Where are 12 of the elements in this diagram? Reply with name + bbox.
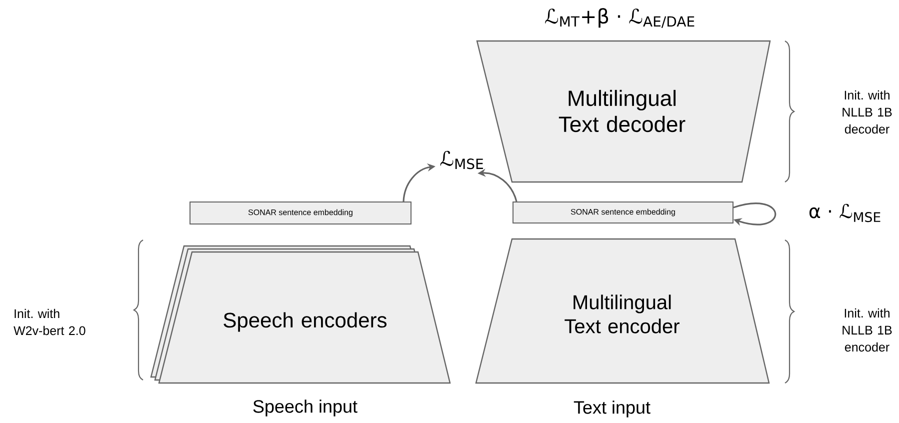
input-label: Speech input [253, 400, 358, 416]
init-note: Init. with NLLB 1B decoder [842, 90, 892, 134]
edge-label: α · ℒ$_{MSE}$ [809, 204, 880, 222]
arrow [733, 202, 776, 226]
encoder-trapezoid: Speech encoders [150, 245, 451, 384]
input-label: Text input [574, 400, 650, 418]
embedding-box: SONAR sentence embedding [512, 202, 734, 224]
init-note: Init. with W2v-bert 2.0 [14, 308, 86, 336]
loss-formula: ℒ$_{MT}$+β · ℒ$_{AE/DAE}$ [545, 8, 694, 28]
embedding-box: SONAR sentence embedding [190, 202, 412, 224]
encoder-trapezoid: Multilingual Text encoder [475, 238, 770, 384]
init-note: Init. with NLLB 1B encoder [842, 308, 892, 352]
